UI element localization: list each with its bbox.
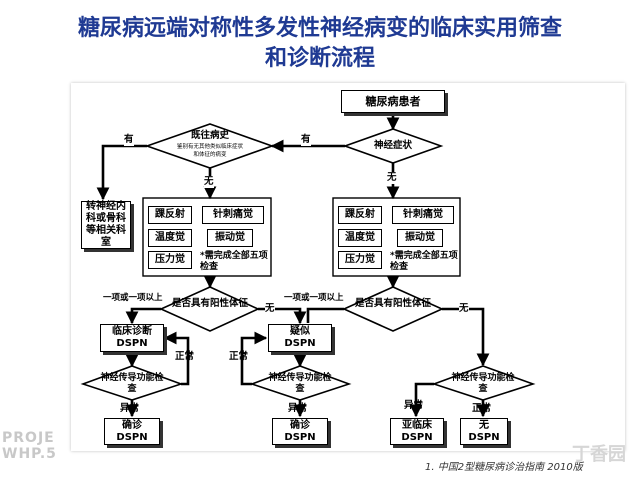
- ncs-a-text: 神经传导功能检查: [98, 373, 166, 395]
- ncs-b-diamond: [249, 365, 352, 401]
- footnote: 1. 中国2型糖尿病诊治指南 2010版: [425, 462, 583, 473]
- history-subtext-2: 和体征的病变: [193, 152, 227, 158]
- edge-label-history-no: 无: [204, 176, 214, 188]
- arrow-ncs-b-normal: [240, 331, 268, 386]
- right-test-vibration: 振动觉: [397, 229, 443, 247]
- right-test-pressure: 压力觉: [338, 251, 382, 269]
- left-test-pressure: 压力觉: [148, 251, 192, 269]
- symptom-text: 神经症状: [373, 140, 412, 151]
- confirm-a-node: 确诊 DSPN: [104, 418, 160, 445]
- no-dspn-node: 无 DSPN: [460, 418, 508, 445]
- confirm-a-label: 确诊 DSPN: [116, 419, 148, 443]
- right-test-pinprick: 针刺痛觉: [392, 206, 454, 224]
- positive-right-diamond: [342, 286, 444, 332]
- start-label: 糖尿病患者: [365, 94, 421, 108]
- ncs-b-label: 神经传导功能检查: [268, 373, 332, 394]
- referral-node: 转神经内科或骨科等相关科室: [81, 201, 131, 249]
- left-test-temperature: 温度觉: [148, 229, 192, 247]
- arrow-right-positive-no: [442, 307, 490, 367]
- arrow-left-positive-yes: [125, 307, 161, 325]
- left-test-note: *需完成全部五项检查: [200, 251, 268, 272]
- suspect-dspn-node: 疑似 DSPN: [268, 324, 332, 352]
- start-node: 糖尿病患者: [341, 90, 445, 113]
- title-line-1: 糖尿病远端对称性多发性神经病变的临床实用筛查: [77, 16, 562, 41]
- arrow-history-yes: [96, 144, 147, 201]
- title-line-2: 和诊断流程: [264, 46, 375, 71]
- positive-right-text: 是否具有阳性体征: [354, 298, 432, 309]
- history-subtext-1: 鉴别有无其他类似临床症状: [176, 144, 243, 150]
- edge-label-ncs-c-abnormal: 异常: [404, 400, 424, 411]
- edge-label-right-one-or-more: 一项或一项以上: [284, 293, 344, 303]
- edge-label-left-no: 无: [265, 303, 275, 315]
- referral-label: 转神经内科或骨科等相关科室: [86, 201, 126, 248]
- confirm-b-label: 确诊 DSPN: [284, 419, 316, 443]
- arrow-ncs-a-normal: [163, 331, 190, 386]
- positive-right-label: 是否具有阳性体征: [354, 298, 431, 309]
- ncs-b-text: 神经传导功能检查: [266, 373, 334, 395]
- left-test-pinprick: 针刺痛觉: [202, 206, 264, 224]
- left-test-vibration: 振动觉: [207, 229, 253, 247]
- arrow-right-positive-yes: [306, 307, 344, 323]
- ncs-a-diamond: [80, 365, 184, 401]
- ncs-c-text: 神经传导功能检查: [449, 373, 517, 395]
- edge-label-ncs-b-abnormal: 异常: [288, 403, 308, 414]
- positive-left-label: 是否具有阳性体征: [171, 298, 248, 309]
- edge-label-symptom-no: 无: [387, 172, 397, 184]
- clinical-dspn-label: 临床诊断 DSPN: [112, 326, 152, 349]
- positive-left-text: 是否具有阳性体征: [171, 298, 249, 309]
- edge-label-history-yes: 有: [124, 134, 134, 146]
- edge-label-ncs-b-normal: 正常: [229, 351, 249, 362]
- clinical-dspn-node: 临床诊断 DSPN: [100, 324, 164, 352]
- history-diamond: [144, 123, 275, 169]
- watermark-logo-left: PROJE WHP.5: [2, 430, 57, 462]
- right-test-note: *需完成全部五项检查: [390, 251, 458, 272]
- edge-label-right-no: 无: [459, 303, 469, 315]
- arrow-ncs-c-abnormal: [409, 382, 434, 418]
- positive-left-diamond: [159, 286, 260, 332]
- edge-label-left-one-or-more: 一项或一项以上: [103, 293, 163, 303]
- confirm-b-node: 确诊 DSPN: [272, 418, 328, 445]
- right-test-ankle-reflex: 踝反射: [338, 206, 382, 224]
- history-text: 既往病史: [190, 130, 229, 141]
- no-dspn-label: 无 DSPN: [468, 419, 500, 443]
- ncs-a-label: 神经传导功能检查: [100, 373, 164, 394]
- suspect-dspn-label: 疑似 DSPN: [284, 326, 316, 349]
- subclinical-dspn-node: 亚临床 DSPN: [390, 418, 444, 445]
- watermark-logo-right: 丁香园: [572, 444, 626, 465]
- edge-label-symptom-yes: 有: [301, 134, 311, 146]
- right-tests-frame: [332, 197, 461, 277]
- edge-label-ncs-c-normal: 正常: [472, 403, 492, 414]
- edge-label-ncs-a-normal: 正常: [175, 351, 195, 362]
- left-test-ankle-reflex: 踝反射: [148, 206, 192, 224]
- ncs-c-label: 神经传导功能检查: [451, 373, 515, 394]
- left-tests-frame: [142, 197, 272, 277]
- edge-label-ncs-a-abnormal: 异常: [120, 403, 140, 414]
- right-test-temperature: 温度觉: [338, 229, 382, 247]
- subclinical-dspn-label: 亚临床 DSPN: [401, 419, 433, 443]
- ncs-c-diamond: [431, 365, 536, 401]
- page-title: 糖尿病远端对称性多发性神经病变的临床实用筛查 和诊断流程: [0, 14, 640, 74]
- symptom-diamond: [342, 128, 444, 164]
